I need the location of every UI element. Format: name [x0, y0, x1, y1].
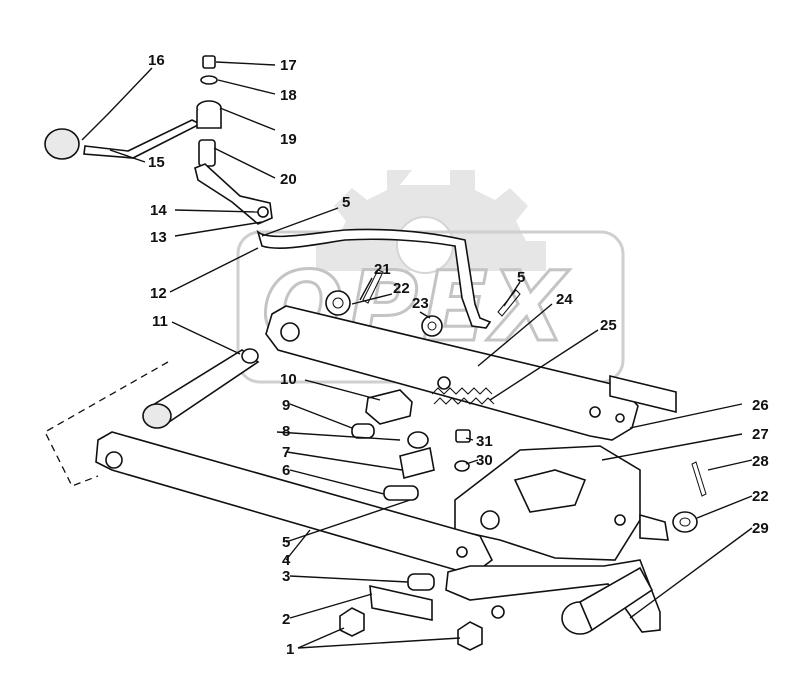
callout-19: 19 — [280, 131, 297, 148]
callout-13: 13 — [150, 229, 167, 246]
bent-arm — [194, 163, 273, 225]
callout-20: 20 — [280, 171, 297, 188]
cross-shaft — [142, 348, 260, 429]
right-pin-and-washer — [672, 461, 707, 533]
callout-29: 29 — [752, 520, 769, 537]
clevis-pin-group — [383, 431, 435, 501]
top-bolt-stack — [196, 55, 222, 167]
callout-12: 12 — [150, 285, 167, 302]
callout-9: 9 — [282, 397, 290, 414]
upper-lift-arm — [265, 305, 677, 441]
cotter-and-washer-upper — [325, 269, 384, 316]
callout-26: 26 — [752, 397, 769, 414]
callout-16: 16 — [148, 52, 165, 69]
bottom-fasteners — [339, 573, 505, 651]
callout-15: 15 — [148, 154, 165, 171]
callout-7: 7 — [282, 444, 290, 461]
callout-3: 3 — [282, 568, 290, 585]
callout-8: 8 — [282, 423, 290, 440]
callout-27: 27 — [752, 426, 769, 443]
callout-31: 31 — [476, 433, 493, 450]
callout-2: 2 — [282, 611, 290, 628]
callout-14: 14 — [150, 202, 167, 219]
control-rod — [256, 228, 492, 329]
callout-17: 17 — [280, 57, 297, 74]
callout-23: 23 — [412, 295, 429, 312]
callout-11: 11 — [152, 313, 168, 330]
yoke-bracket — [454, 445, 669, 561]
adjuster-block — [351, 389, 413, 439]
parts — [44, 55, 707, 651]
callout-5-lower: 5 — [282, 534, 290, 551]
callout-10: 10 — [280, 371, 297, 388]
callout-6: 6 — [282, 462, 290, 479]
spring — [431, 376, 495, 405]
lower-bracket-bar — [445, 559, 661, 635]
knob-icon — [44, 128, 80, 160]
callout-24: 24 — [556, 291, 573, 308]
callout-30: 30 — [476, 452, 493, 469]
callout-22-right: 22 — [752, 488, 769, 505]
dashed-connector — [44, 361, 169, 487]
callout-18: 18 — [280, 87, 297, 104]
callout-5-upper: 5 — [342, 194, 350, 211]
hand-lever-with-knob — [44, 119, 202, 160]
callout-22-upper: 22 — [393, 280, 410, 297]
bolt-31 — [454, 429, 471, 472]
callout-1: 1 — [286, 641, 294, 658]
callout-25: 25 — [600, 317, 617, 334]
callout-5-middle: 5 — [517, 269, 525, 286]
callout-4: 4 — [282, 552, 291, 569]
callout-21: 21 — [374, 261, 391, 278]
callout-labels: 16 17 18 19 15 20 14 13 5 12 21 22 5 23 … — [148, 52, 769, 658]
leader-lines — [81, 61, 753, 649]
callout-28: 28 — [752, 453, 769, 470]
